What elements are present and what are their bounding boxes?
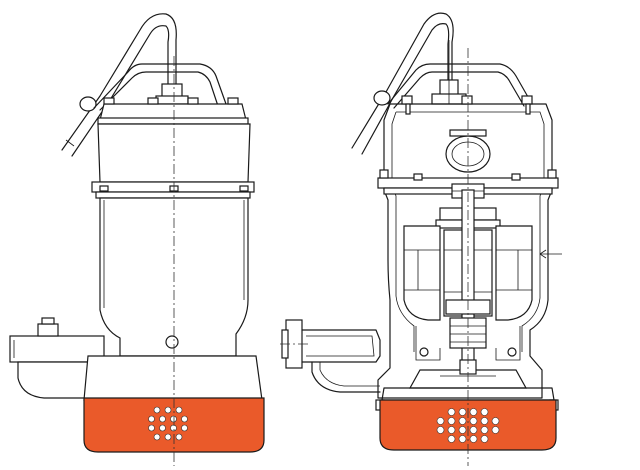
top-cover <box>97 97 249 125</box>
strainer-holes <box>148 406 188 441</box>
strainer-hole <box>458 426 467 434</box>
cable-guard-section <box>387 63 533 109</box>
strainer-hole <box>469 408 478 416</box>
strainer-hole <box>181 415 188 423</box>
cable-gland <box>155 83 189 105</box>
strainer-hole <box>148 424 155 432</box>
strainer-hole <box>480 408 489 416</box>
strainer-hole <box>170 415 177 423</box>
strainer-hole <box>447 408 456 416</box>
strainer-hole <box>469 417 478 425</box>
strainer-holes <box>436 408 500 443</box>
strainer-hole <box>153 433 161 441</box>
drain-plug <box>165 335 179 349</box>
motor-housing <box>91 123 255 357</box>
strainer-hole <box>447 435 456 443</box>
power-cable-section <box>351 12 454 155</box>
strainer-hole <box>153 406 161 414</box>
flow-arrow <box>539 249 562 259</box>
strainer-body <box>379 399 557 451</box>
pump-casing <box>83 355 263 401</box>
discharge-outlet-section <box>280 319 381 393</box>
strainer-hole <box>159 415 166 423</box>
strainer-hole <box>447 417 456 425</box>
strainer-hole <box>480 417 489 425</box>
strainer-hole <box>175 406 183 414</box>
strainer-hole <box>170 424 177 432</box>
strainer-hole <box>148 415 155 423</box>
strainer-hole <box>159 424 166 432</box>
motor-stator <box>403 225 533 321</box>
strainer-hole <box>458 408 467 416</box>
strainer-hole <box>164 433 172 441</box>
power-cable <box>61 13 177 157</box>
strainer-hole <box>480 435 489 443</box>
strainer-hole <box>458 417 467 425</box>
strainer-hole <box>164 406 172 414</box>
strainer-hole <box>469 426 478 434</box>
cross-section-view <box>280 12 562 466</box>
strainer-hole <box>469 435 478 443</box>
motor-housing-section <box>377 95 553 399</box>
strainer-section <box>379 399 557 451</box>
strainer-hole <box>436 426 445 434</box>
strainer-hole <box>175 433 183 441</box>
cable-guard <box>93 63 227 111</box>
exterior-view <box>9 13 265 466</box>
strainer-hole <box>491 417 500 425</box>
strainer-hole <box>181 424 188 432</box>
strainer-hole <box>458 435 467 443</box>
strainer-hole <box>436 417 445 425</box>
strainer-hole <box>480 426 489 434</box>
strainer-hole <box>447 426 456 434</box>
strainer-hole <box>491 426 500 434</box>
